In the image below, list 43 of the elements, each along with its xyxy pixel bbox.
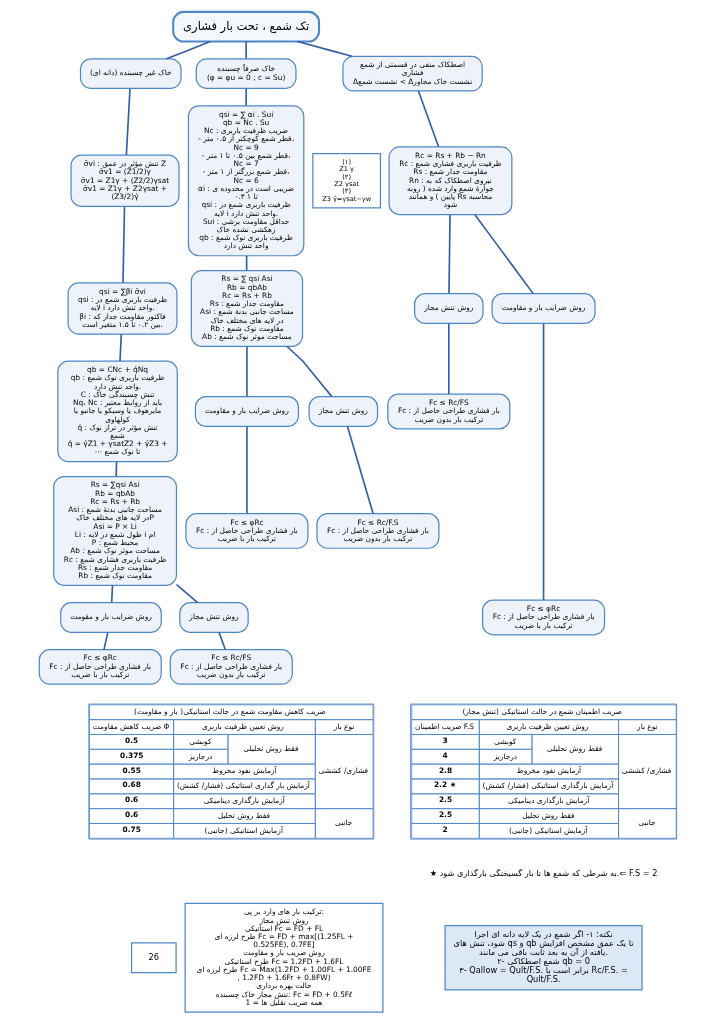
label: فقط روش تحلیل	[521, 810, 574, 820]
label: آزمایش استاتیکی (جانبی)	[204, 825, 283, 835]
label: 0.5	[124, 735, 138, 745]
label: آزمایش بار گذاری استاتیکی (فشار/ کشش)	[176, 781, 310, 791]
label: 2.5	[438, 795, 452, 805]
label: 0.375	[119, 750, 143, 760]
label: جانبی	[637, 818, 656, 828]
label: درجاریز	[493, 751, 517, 761]
label: آزمایش بارگذاری دینامیکی	[507, 796, 589, 806]
label: 0.6	[124, 810, 138, 820]
label: روش تعیین ظرفیت باربری	[201, 721, 284, 731]
label: کوبشی	[188, 736, 211, 746]
label: 2.5	[438, 810, 452, 820]
label: روش تعیین ظرفیت باربری	[505, 721, 588, 731]
label: 2	[442, 824, 448, 834]
label: کوبشی	[493, 736, 516, 746]
label: آزمایش بارگذاری دینامیکی	[203, 796, 285, 806]
label: فقط روش تحلیلی	[242, 744, 299, 754]
label: نوع بار	[333, 721, 354, 731]
label: 0.55	[122, 765, 141, 775]
label: آزمایش استاتیکی (جانبی)	[508, 825, 587, 835]
label: فقط روش تحلیلی	[546, 744, 602, 754]
label: 0.75	[122, 824, 141, 834]
label: آزمایش بارگذاری استاتیکی (فشار/ کشش)	[482, 781, 613, 791]
label: 0.68	[122, 780, 141, 790]
label: 2.2 ★	[433, 780, 456, 790]
label: آزمایش نفوذ مخروط	[211, 766, 277, 776]
label: آزمایش نفوذ مخروط	[516, 766, 581, 776]
label: ضریب کاهش مقاومت Φ	[92, 721, 169, 731]
label: ★ به شرطی که شمع ها تا بار گسیختگی بارگذاری شود.⇐ F.S = 2	[429, 867, 657, 878]
label: 2.8	[438, 765, 452, 775]
label: جانبی	[334, 818, 352, 828]
label: ضریب اطمینان شمع در حالت استاتیکی (تنش مجاز)	[461, 707, 622, 717]
label: ضریب اطمینان F.S	[414, 721, 474, 731]
label: 0.6	[124, 795, 138, 805]
label: فقط روش تحلیل	[217, 810, 270, 820]
label: ضریب کاهش مقاومت شمع در حالت استاتیکی( بار و مقاومت)	[133, 707, 326, 717]
label: فشاری/ کششی	[621, 766, 671, 776]
label: 4	[442, 750, 448, 760]
label: نوع بار	[636, 721, 658, 731]
label: 3	[442, 735, 448, 745]
label: فشاری/ کششی	[318, 766, 368, 776]
label: درجاریز	[188, 751, 212, 761]
